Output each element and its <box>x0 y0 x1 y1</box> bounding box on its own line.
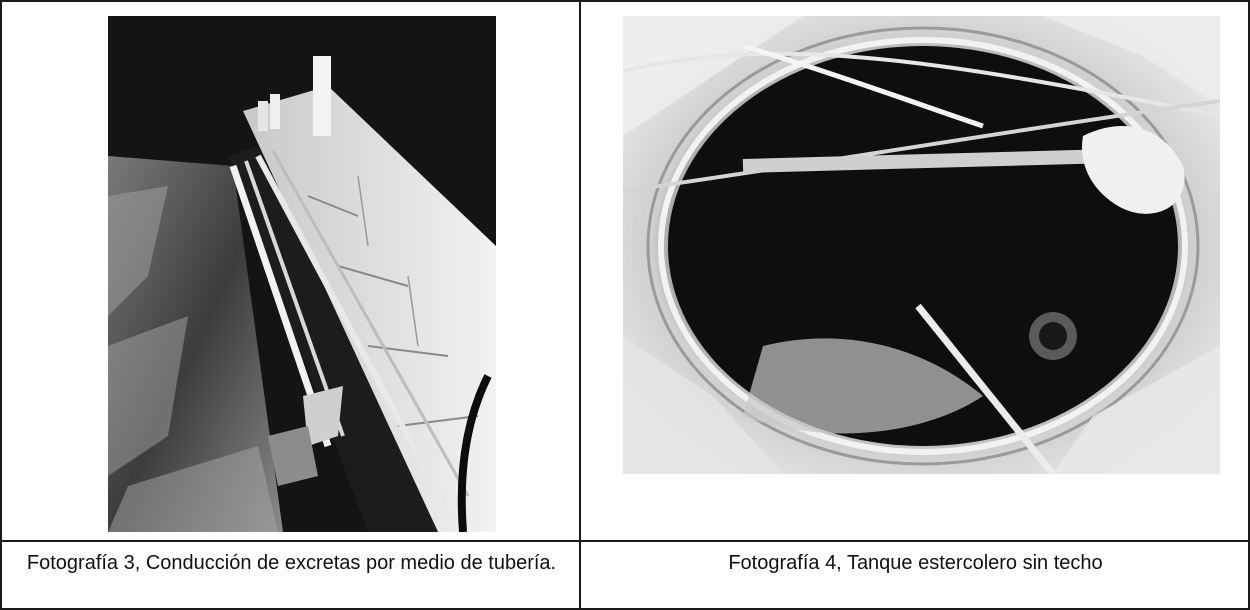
caption-photo-3: Fotografía 3, Conducción de excretas por… <box>26 552 557 574</box>
caption-row-divider <box>2 540 1248 542</box>
photo-manure-tank <box>623 16 1220 474</box>
caption-photo-4: Fotografía 4, Tanque estercolero sin tec… <box>728 552 1103 574</box>
column-divider <box>579 2 581 608</box>
photo-excreta-pipes <box>108 16 496 532</box>
